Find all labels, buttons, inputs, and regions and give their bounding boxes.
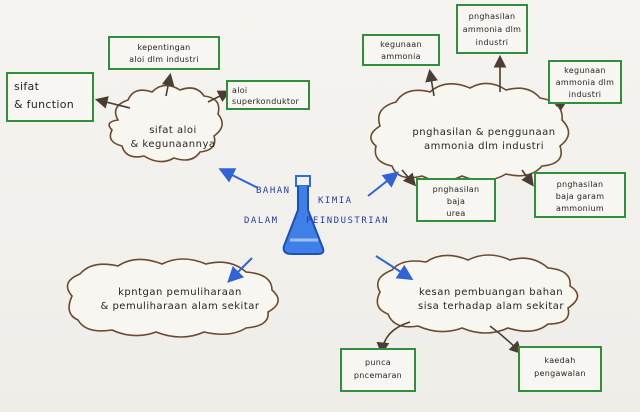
box-baja-garam-line1: pnghasilan xyxy=(556,180,604,189)
arrow-to-pemuliharaan xyxy=(227,257,253,283)
box-baja-urea-line1: pnghasilan xyxy=(432,185,480,194)
arrow-to-kesan xyxy=(375,255,414,281)
box-pnghasilan-ammonia-line3: industri xyxy=(475,38,509,47)
box-baja-garam-line3: ammonium xyxy=(556,204,604,213)
box-aloi-line1: aloi xyxy=(232,86,248,95)
box-pnghasilan-ammonia: pnghasilan ammonia dlm industri xyxy=(456,4,528,54)
box-kepentingan: kepentingan aloi dlm industri xyxy=(108,36,220,70)
box-punca-line2: pncemaran xyxy=(353,371,403,380)
box-kegunaan-ammonia: kegunaan ammonia xyxy=(362,34,440,66)
central-title-line1-left: BAHAN xyxy=(256,186,291,196)
arrow-baja-garam xyxy=(521,169,534,187)
cloud-kesan xyxy=(376,254,579,334)
box-kegunaan-ammonia-line1: kegunaan xyxy=(380,40,422,49)
cloud-kesan-text: kesan pembuangan bahan sisa terhadap ala… xyxy=(384,286,598,314)
cloud-pemuliharaan-line2: & pemuliharaan alam sekitar xyxy=(100,301,260,312)
box-baja-urea-line2: baja xyxy=(446,197,466,206)
cloud-sifat-text: sifat aloi & kegunaannya xyxy=(118,124,228,152)
box-kegunaan-ammonia-industri: kegunaan ammonia dlm industri xyxy=(548,60,622,104)
central-title-line2-left: DALAM xyxy=(244,216,279,226)
cloud-pemuliharaan xyxy=(66,258,279,338)
box-sifat-function-line2: & function xyxy=(14,98,75,111)
arrow-aloi-super xyxy=(207,90,231,103)
box-punca-line1: punca xyxy=(364,358,392,367)
box-sifat-function-line1: sifat xyxy=(14,80,40,93)
arrow-to-sifat xyxy=(218,168,259,189)
box-kegunaan-industri-line3: industri xyxy=(568,90,602,99)
cloud-kesan-line1: kesan pembuangan bahan xyxy=(418,287,564,298)
box-kaedah-pengawalan: kaedah pengawalan xyxy=(518,346,602,392)
cloud-sifat-aloi xyxy=(108,84,223,163)
central-title-line1-right: KIMIA xyxy=(318,196,353,206)
arrow-to-ammonia xyxy=(367,171,400,197)
arrow-baja-urea xyxy=(401,169,417,187)
box-kaedah-line1: kaedah xyxy=(544,356,576,365)
cloud-pemuliharaan-line1: kpntgan pemuliharaan xyxy=(118,287,242,298)
central-title-line2-right: PEINDUSTRIAN xyxy=(306,216,390,226)
arrow-sifat-function xyxy=(94,96,131,109)
cloud-ammonia-line1: pnghasilan & penggunaan xyxy=(412,127,556,138)
box-baja-garam: pnghasilan baja garam ammonium xyxy=(534,172,626,218)
box-kepentingan-line1: kepentingan xyxy=(137,43,191,52)
arrow-kaedah xyxy=(489,325,523,355)
cloud-pemuliharaan-text: kpntgan pemuliharaan & pemuliharaan alam… xyxy=(70,286,290,314)
cloud-sifat-line1: sifat aloi xyxy=(149,125,197,136)
flask-icon xyxy=(282,175,325,255)
box-kegunaan-industri-line1: kegunaan xyxy=(564,66,606,75)
box-baja-urea-line3: urea xyxy=(446,209,466,218)
box-aloi-line2: superkonduktor xyxy=(232,97,300,106)
box-sifat-function: sifat & function xyxy=(6,72,94,122)
box-aloi-superkonduktor: aloi superkonduktor xyxy=(226,80,310,110)
box-pnghasilan-ammonia-line2: ammonia dlm xyxy=(462,25,522,34)
cloud-ammonia-line2: ammonia dlm industri xyxy=(423,141,545,152)
cloud-sifat-line2: & kegunaannya xyxy=(130,139,216,150)
box-kepentingan-line2: aloi dlm industri xyxy=(129,55,199,64)
box-punca-pencemaran: punca pncemaran xyxy=(340,348,416,392)
box-kaedah-line2: pengawalan xyxy=(534,369,586,378)
box-kegunaan-industri-line2: ammonia dlm xyxy=(555,78,615,87)
box-pnghasilan-ammonia-line1: pnghasilan xyxy=(468,12,516,21)
box-kegunaan-ammonia-line2: ammonia xyxy=(381,52,421,61)
cloud-ammonia-text: pnghasilan & penggunaan ammonia dlm indu… xyxy=(386,126,582,154)
box-baja-urea: pnghasilan baja urea xyxy=(416,178,496,222)
arrow-kegunaan-ammonia xyxy=(425,68,438,97)
cloud-kesan-line2: sisa terhadap alam sekitar xyxy=(417,301,565,312)
arrow-kepentingan xyxy=(161,72,175,97)
box-baja-garam-line2: baja garam xyxy=(555,192,605,201)
